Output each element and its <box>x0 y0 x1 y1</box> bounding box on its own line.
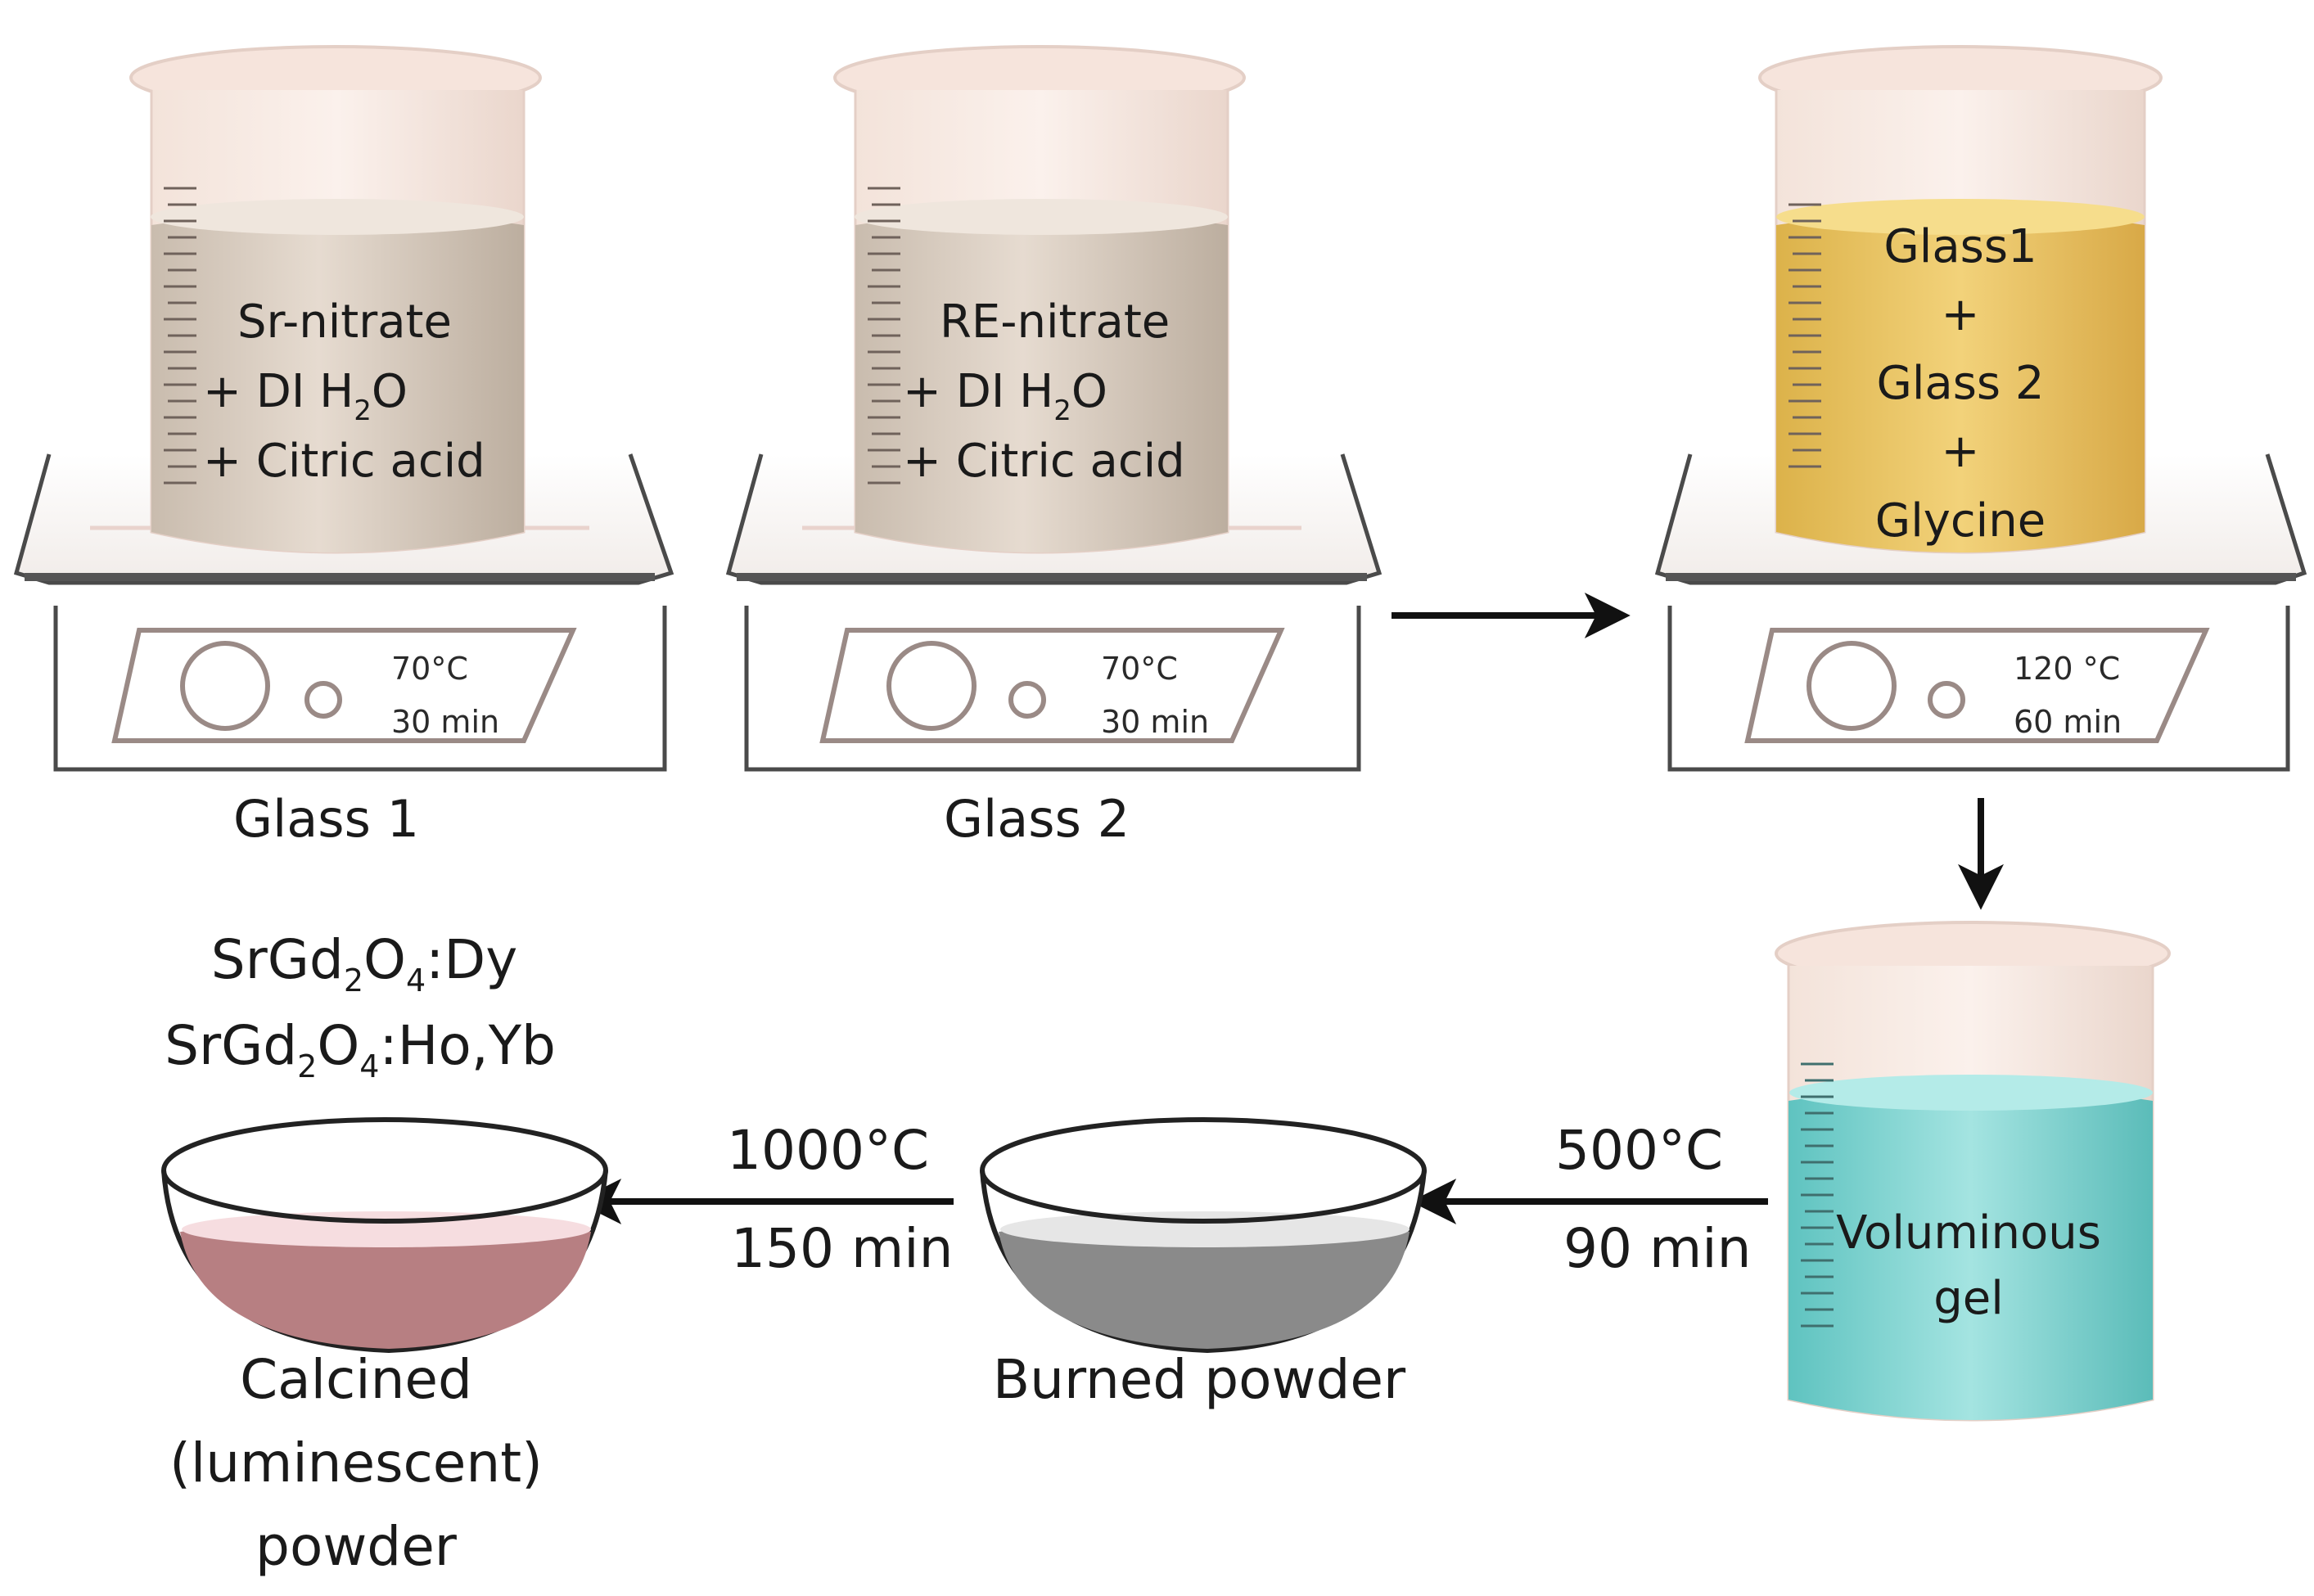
calcine-time: 150 min <box>731 1217 953 1280</box>
mix-line2: + <box>1942 288 1980 341</box>
mix-setup: Glass1 + Glass 2 + Glycine 120 °C 60 min <box>1654 45 2307 772</box>
glass1-caption: Glass 1 <box>233 789 419 849</box>
glass2-line1: RE-nitrate <box>940 295 1170 349</box>
beaker <box>1758 45 2163 554</box>
product-formula-hoyb: SrGd2O4:Ho,Yb <box>165 1014 556 1084</box>
glass1-setup: Sr-nitrate + DI H2O + Citric acid 70°C 3… <box>13 45 674 849</box>
calcine-temp: 1000°C <box>727 1119 929 1182</box>
beaker <box>833 45 1246 554</box>
glass1-line3: + Citric acid <box>203 435 485 488</box>
product-formula-dy: SrGd2O4:Dy <box>211 928 518 999</box>
mix-line4: + <box>1942 425 1980 478</box>
glass1-dial-temp: 70°C <box>391 651 468 687</box>
mix-line5: Glycine <box>1875 494 2046 548</box>
graduation-marks <box>868 187 900 485</box>
glass2-dial-temp: 70°C <box>1101 651 1178 687</box>
graduation-marks <box>164 187 196 485</box>
graduation-marks <box>1789 203 1821 468</box>
calcined-bowl <box>161 1117 608 1354</box>
glass2-dial-time: 30 min <box>1101 704 1209 740</box>
mix-dial-temp: 120 °C <box>2014 651 2120 687</box>
glass1-line1: Sr-nitrate <box>237 295 452 349</box>
glass1-dial-time: 30 min <box>391 704 499 740</box>
mix-dial-time: 60 min <box>2014 704 2122 740</box>
glass2-line2: + DI H2O <box>903 365 1107 427</box>
mix-line3: Glass 2 <box>1876 357 2044 410</box>
graduation-marks <box>1801 1062 1834 1328</box>
burn-temp: 500°C <box>1555 1119 1723 1182</box>
beaker <box>129 45 542 554</box>
glass2-caption: Glass 2 <box>944 789 1130 849</box>
calcined-line2: (luminescent) <box>169 1431 543 1495</box>
burned-bowl: Burned powder <box>980 1117 1427 1411</box>
mix-line1: Glass1 <box>1883 220 2037 273</box>
calcined-line3: powder <box>255 1515 458 1578</box>
gel-line2: gel <box>1933 1272 2004 1325</box>
glass1-line2: + DI H2O <box>203 365 408 427</box>
gel-beaker: Voluminous gel <box>1775 921 2171 1422</box>
burn-time: 90 min <box>1563 1217 1751 1280</box>
gel-line1: Voluminous <box>1836 1206 2101 1260</box>
burned-caption: Burned powder <box>993 1348 1406 1411</box>
glass2-setup: RE-nitrate + DI H2O + Citric acid 70°C 3… <box>725 45 1383 849</box>
glass2-line3: + Citric acid <box>903 435 1185 488</box>
calcined-line1: Calcined <box>240 1348 472 1411</box>
